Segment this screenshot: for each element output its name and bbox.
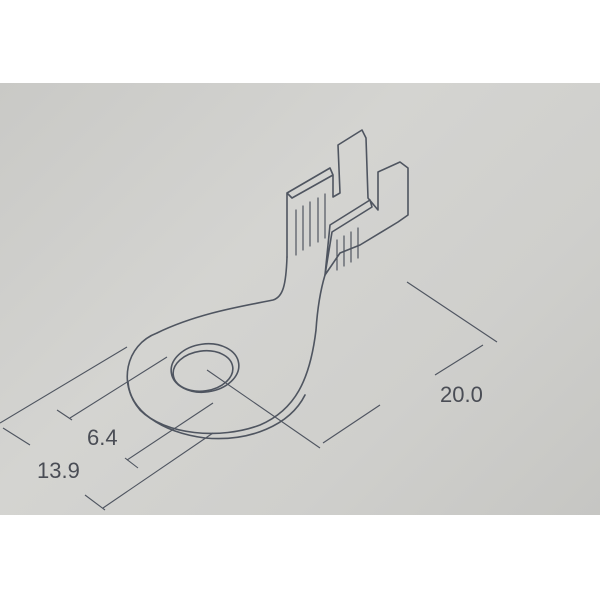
gray-background <box>0 83 600 515</box>
dimension-label-hole: 6.4 <box>87 425 118 450</box>
dimension-13-9 <box>0 346 214 511</box>
dimension-label-length: 20.0 <box>440 382 483 407</box>
dimension-20-0 <box>206 281 498 449</box>
dimension-6-4 <box>56 356 214 469</box>
hole <box>170 342 240 394</box>
dimension-label-ring-width: 13.9 <box>37 458 80 483</box>
terminal-outline <box>126 256 326 435</box>
crimp-barrel <box>286 129 409 276</box>
